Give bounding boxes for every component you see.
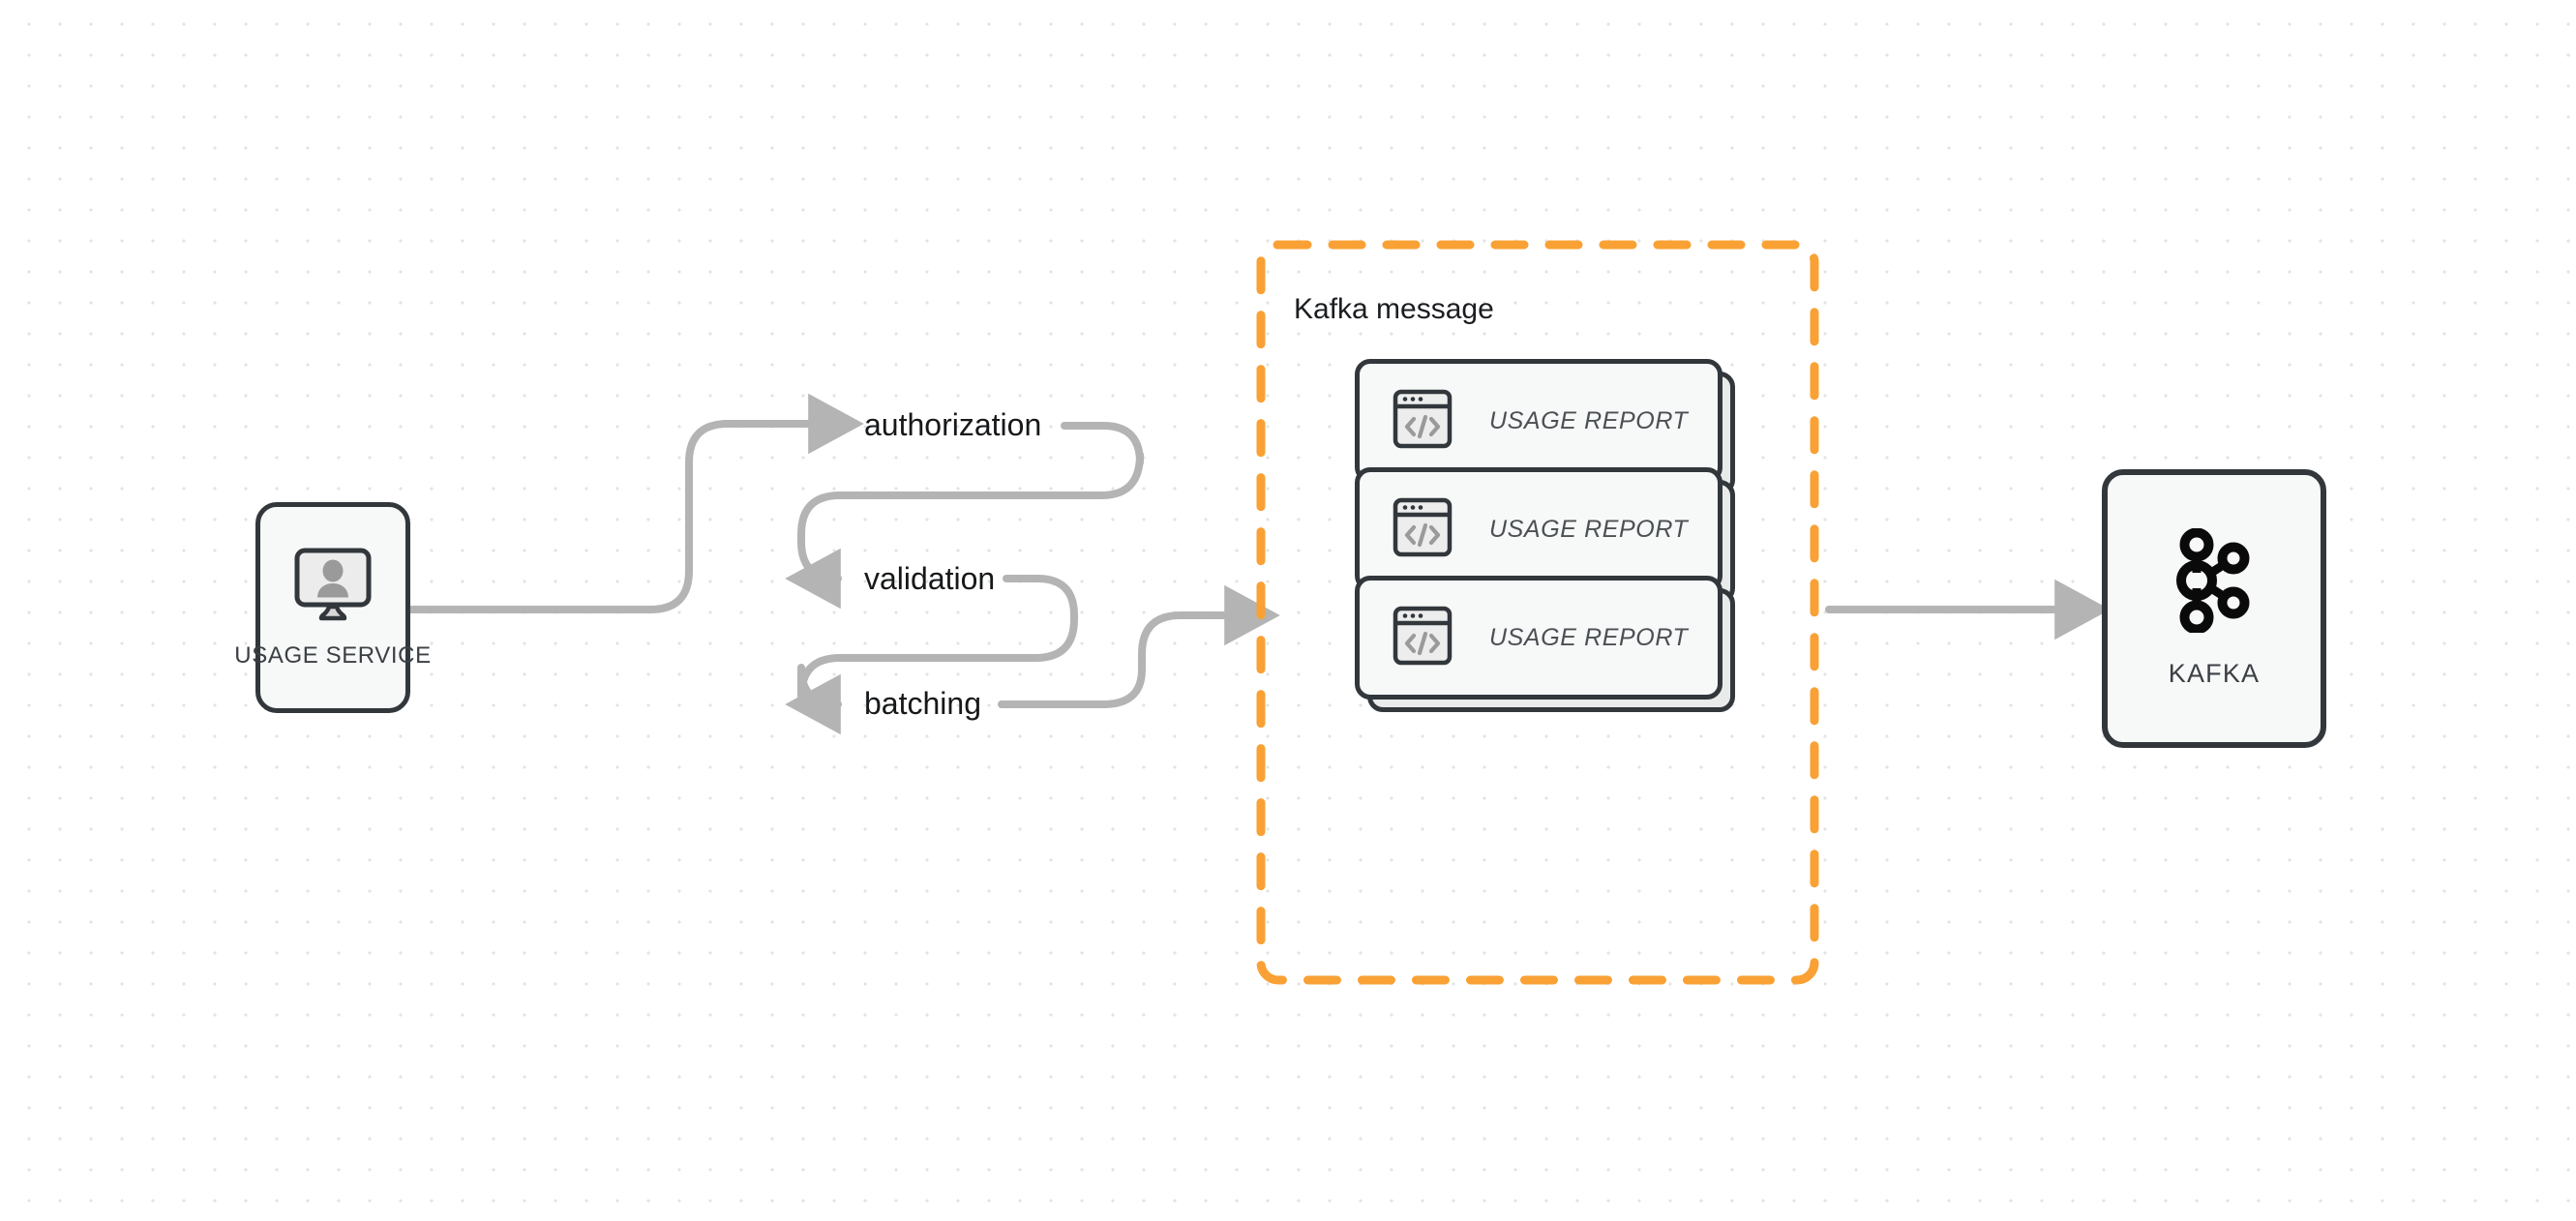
usage-report-card[interactable]: USAGE REPORT	[1355, 467, 1735, 604]
connector-batching-to-kafka-message	[998, 584, 1280, 708]
usage-report-card[interactable]: USAGE REPORT	[1355, 359, 1735, 495]
kafka-logo-icon	[2172, 527, 2257, 638]
node-kafka-label: KAFKA	[2168, 659, 2261, 688]
pipeline-step-validation[interactable]: validation	[864, 561, 996, 596]
node-usage-service-label: USAGE SERVICE	[234, 641, 432, 669]
pipeline-step-batching[interactable]: batching	[864, 686, 981, 721]
usage-report-card[interactable]: USAGE REPORT	[1355, 576, 1735, 712]
connector-usage-service-to-authorization	[406, 393, 864, 613]
card-front[interactable]: USAGE REPORT	[1355, 467, 1722, 591]
code-window-icon	[1393, 497, 1453, 562]
node-usage-service[interactable]: USAGE SERVICE	[234, 502, 431, 713]
usage-report-card-label: USAGE REPORT	[1489, 623, 1689, 651]
node-kafka[interactable]: KAFKA	[2102, 469, 2326, 748]
usage-report-card-label: USAGE REPORT	[1489, 406, 1689, 434]
code-window-icon	[1393, 389, 1453, 454]
pipeline-step-authorization[interactable]: authorization	[864, 407, 1042, 442]
card-front[interactable]: USAGE REPORT	[1355, 359, 1722, 483]
code-window-icon	[1393, 606, 1453, 670]
card-front[interactable]: USAGE REPORT	[1355, 576, 1722, 700]
usage-report-card-label: USAGE REPORT	[1489, 515, 1689, 543]
connector-authorization-to-validation	[785, 422, 1144, 610]
monitor-user-icon	[291, 547, 374, 627]
kafka-message-group-title: Kafka message	[1294, 293, 1494, 325]
